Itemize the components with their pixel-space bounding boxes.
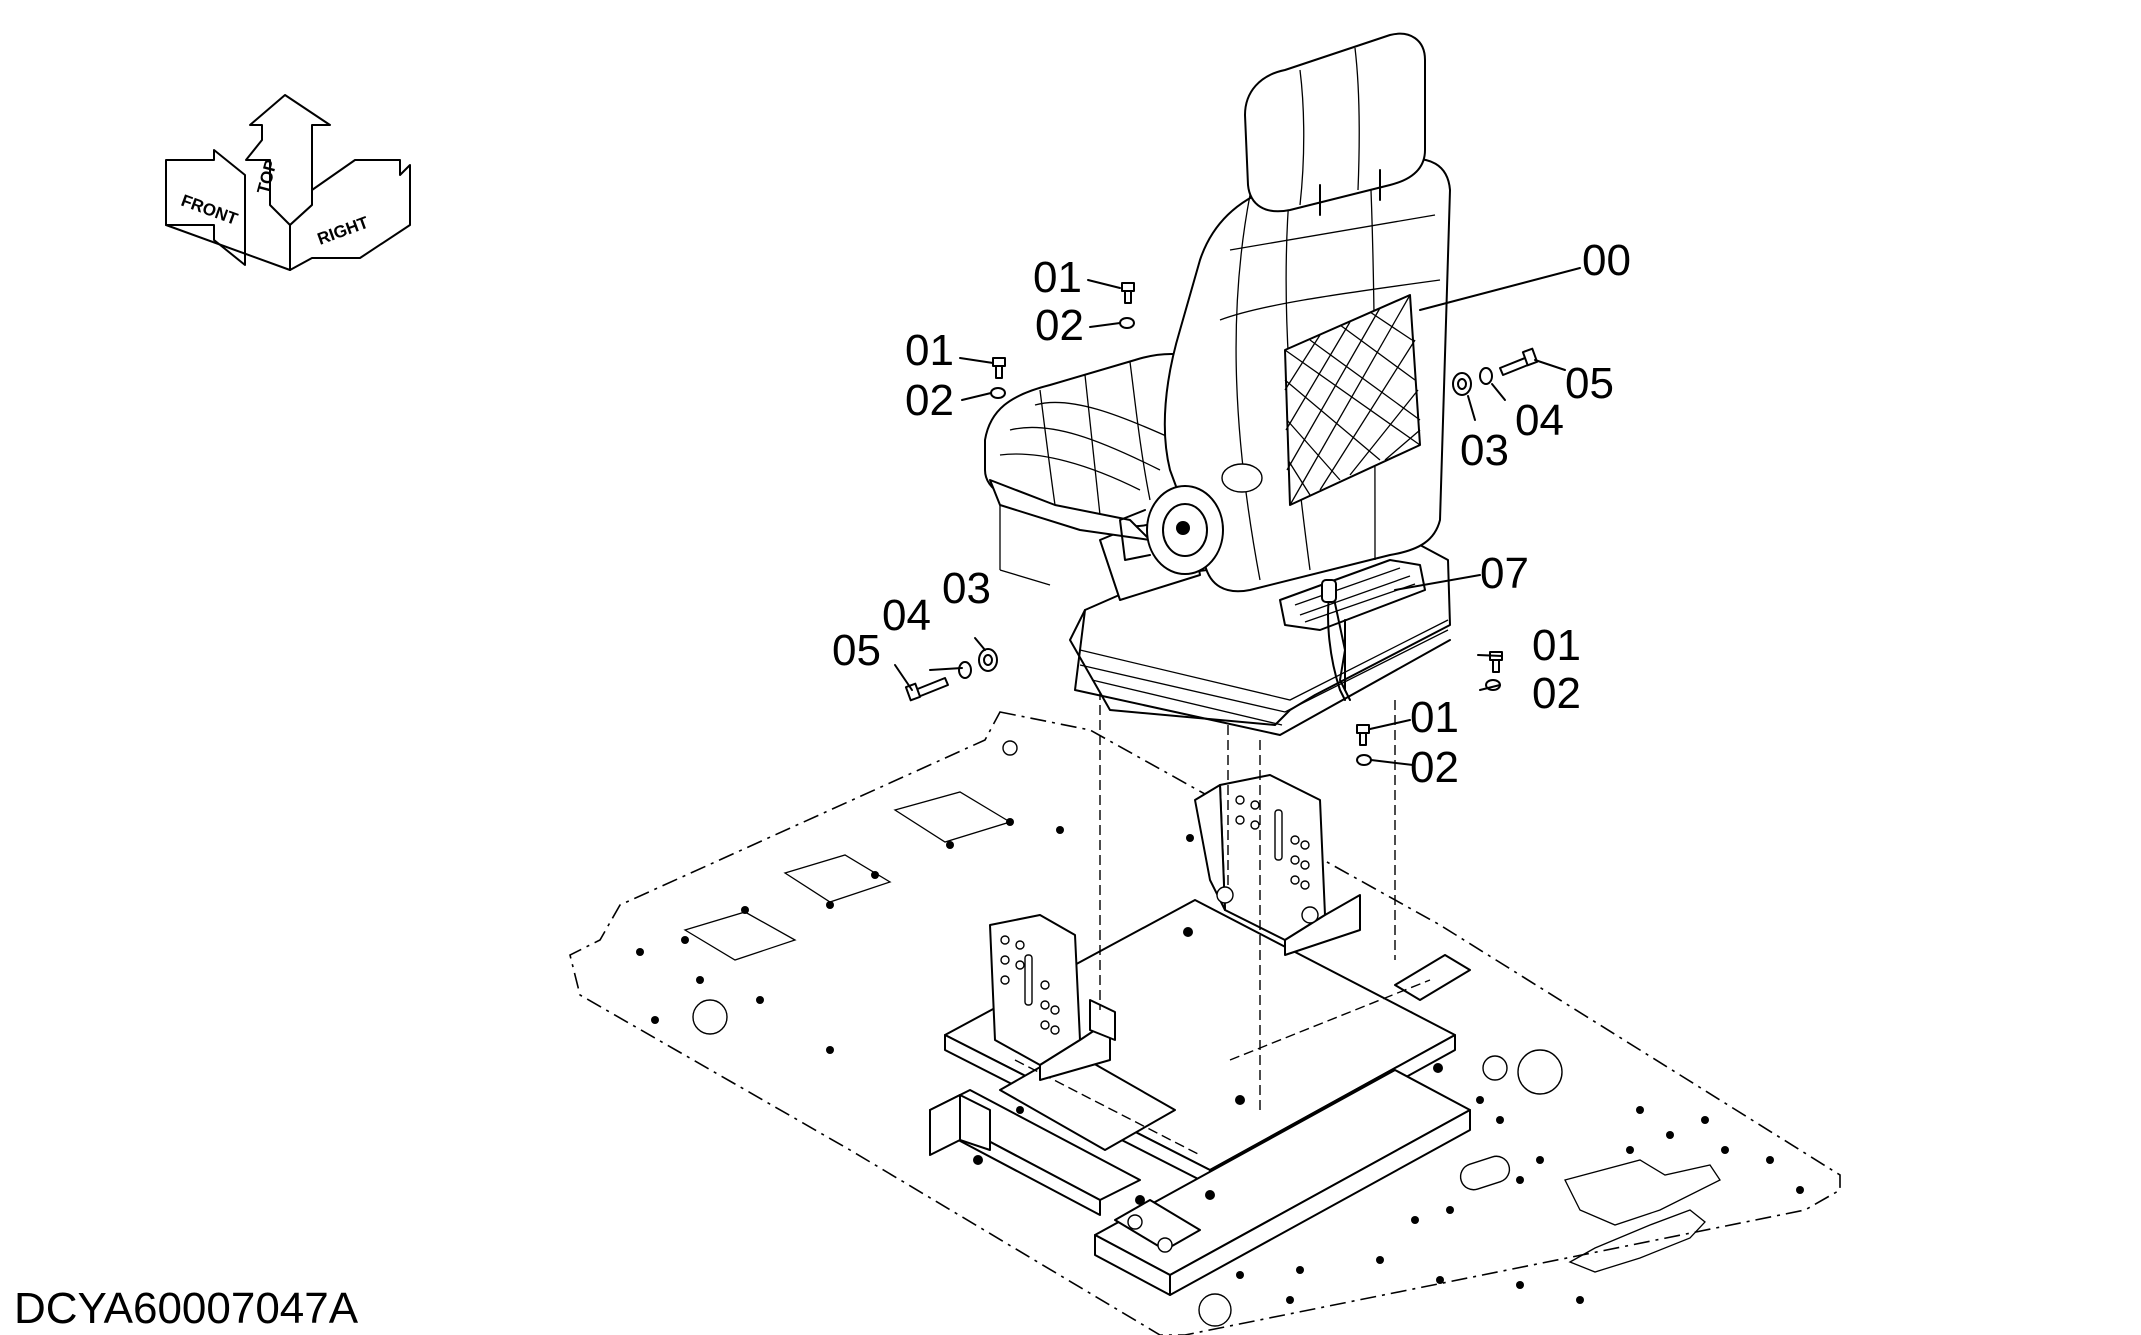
drawing-code: DCYA60007047A	[14, 1284, 359, 1333]
callout-02: 02	[1035, 301, 1084, 350]
seat-base-frame	[929, 899, 1471, 1296]
storage-net	[1221, 294, 1421, 506]
mounting-bracket-rear	[1194, 774, 1361, 956]
callout-02: 02	[1532, 669, 1581, 718]
callout-01: 01	[1410, 693, 1459, 742]
operator-seat	[984, 32, 1451, 736]
callout-03: 03	[1460, 426, 1509, 475]
bolt-icon	[1499, 347, 1539, 376]
bolt-icon	[992, 357, 1006, 379]
callout-01: 01	[1033, 253, 1082, 302]
spring-washer-icon	[958, 661, 972, 679]
washer-icon	[1119, 317, 1135, 329]
callout-01: 01	[1532, 621, 1581, 670]
callout-05: 05	[832, 626, 881, 675]
callout-04: 04	[1515, 396, 1564, 445]
callout-03: 03	[942, 564, 991, 613]
callout-04: 04	[882, 591, 931, 640]
callout-05: 05	[1565, 359, 1614, 408]
bolt-icon	[1121, 282, 1135, 304]
orientation-arrows-icon: FRONT TOP RIGHT	[165, 94, 411, 271]
mounting-bracket-front	[989, 914, 1116, 1081]
alignment-lines	[999, 500, 1396, 1110]
callout-02: 02	[1410, 743, 1459, 792]
washer-icon	[990, 387, 1006, 399]
bolt-icon	[1356, 724, 1370, 746]
callout-labels: 00 01 02 01 02 05 04 03 07 03 04 05 01 0…	[832, 236, 1631, 792]
callout-02: 02	[905, 376, 954, 425]
spacer-icon	[978, 648, 998, 672]
callout-00: 00	[1582, 236, 1631, 285]
washer-icon	[1356, 754, 1372, 766]
callout-01: 01	[905, 326, 954, 375]
spacer-icon	[1452, 372, 1472, 396]
spring-washer-icon	[1479, 367, 1493, 385]
leader-lines	[894, 267, 1581, 766]
armrest-pivot	[1119, 485, 1224, 575]
callout-07: 07	[1480, 549, 1529, 598]
